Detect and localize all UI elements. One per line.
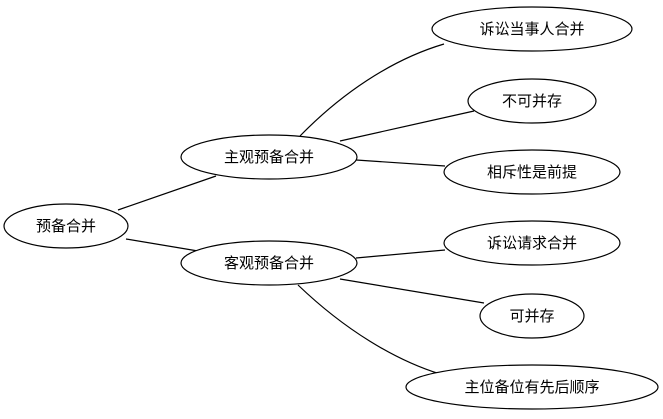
node-compatible[interactable]: 可并存: [479, 293, 585, 339]
node-party-merger-shape: [431, 6, 633, 52]
node-party-merger-label: 诉讼当事人合并: [479, 20, 584, 38]
edge-subjective-to-incompatible: [339, 110, 475, 142]
node-mutual-exclusion-shape: [443, 149, 621, 195]
node-incompatible[interactable]: 不可并存: [467, 78, 597, 124]
edge-objective-to-claim-merger: [355, 249, 446, 259]
node-incompatible-label: 不可并存: [502, 92, 562, 110]
node-subjective-label: 主观预备合并: [224, 148, 314, 166]
node-mutual-exclusion-label: 相斥性是前提: [487, 163, 577, 181]
node-mutual-exclusion[interactable]: 相斥性是前提: [443, 149, 621, 195]
node-claim-merger-shape: [443, 220, 621, 266]
edges: [117, 43, 485, 375]
node-claim-merger-label: 诉讼请求合并: [487, 234, 577, 252]
edge-root-to-subjective: [117, 175, 217, 211]
node-root-shape: [3, 203, 129, 249]
node-objective[interactable]: 客观预备合并: [180, 240, 358, 286]
node-compatible-shape: [479, 293, 585, 339]
node-root[interactable]: 预备合并: [3, 203, 129, 249]
node-priority-order[interactable]: 主位备位有先后顺序: [405, 364, 659, 410]
edge-subjective-to-party-merger: [299, 43, 445, 137]
edge-objective-to-compatible: [339, 278, 485, 304]
node-objective-shape: [180, 240, 358, 286]
node-subjective-shape: [180, 134, 358, 180]
edge-root-to-objective: [125, 238, 199, 252]
node-party-merger[interactable]: 诉讼当事人合并: [431, 6, 633, 52]
edge-objective-to-priority-order: [297, 284, 441, 375]
node-objective-label: 客观预备合并: [224, 254, 314, 272]
node-compatible-label: 可并存: [509, 307, 554, 325]
node-claim-merger[interactable]: 诉讼请求合并: [443, 220, 621, 266]
node-root-label: 预备合并: [36, 217, 96, 235]
node-priority-order-label: 主位备位有先后顺序: [464, 378, 599, 396]
node-priority-order-shape: [405, 364, 659, 410]
node-subjective[interactable]: 主观预备合并: [180, 134, 358, 180]
edge-subjective-to-mutual-exclusion: [355, 159, 446, 167]
node-incompatible-shape: [467, 78, 597, 124]
